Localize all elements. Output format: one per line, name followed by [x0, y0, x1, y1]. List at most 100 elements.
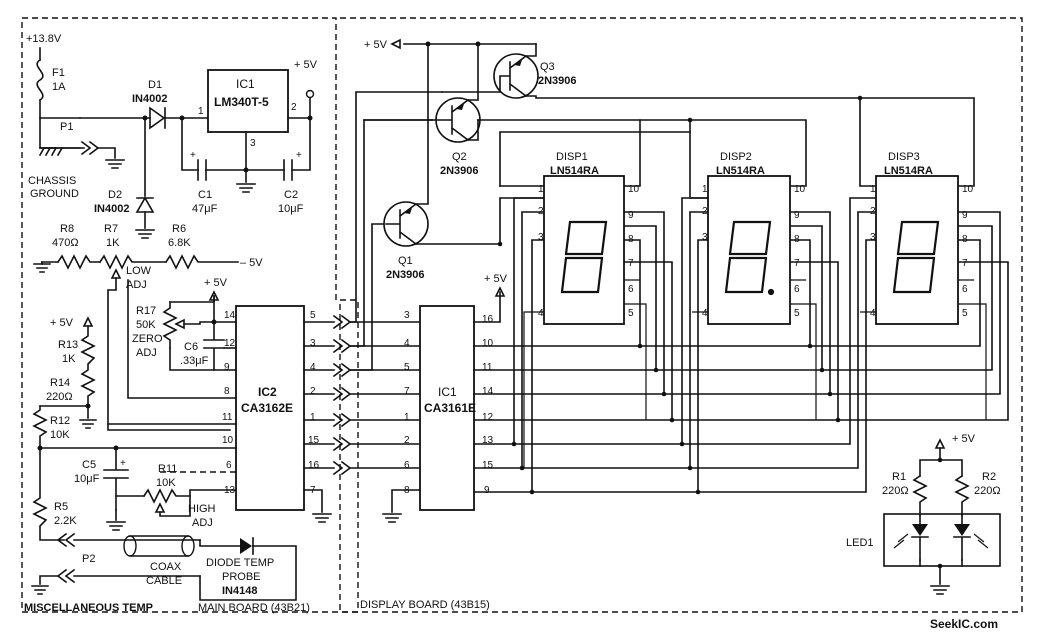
r13-val: 1K	[62, 353, 76, 365]
ic1-part: CA3161E	[424, 401, 476, 415]
ic2-lpin: 9	[224, 362, 230, 373]
ic1-rpin: 11	[482, 362, 493, 373]
ic1-reg-part: LM340T-5	[214, 95, 269, 109]
ic2-part: CA3162E	[241, 401, 293, 415]
high-adj-1: HIGH	[188, 503, 216, 515]
digit-3	[892, 220, 940, 294]
disp1-ref: DISP1	[556, 151, 588, 163]
svg-text:1: 1	[702, 184, 708, 195]
led1-label: LED1	[846, 537, 874, 549]
chassis-label-1: CHASSIS	[28, 175, 76, 187]
svg-text:3: 3	[702, 232, 708, 243]
disp1: DISP1 LN514RA	[543, 151, 625, 325]
r13-vcc-label: + 5V	[50, 317, 74, 329]
svg-text:10: 10	[628, 184, 640, 195]
r17-potentiometer	[162, 301, 178, 349]
ic2-ca3162e	[235, 305, 305, 511]
coax-cable	[123, 535, 137, 557]
ic2-lpin: 12	[224, 338, 236, 349]
ic1-rpin: 12	[482, 412, 494, 423]
svg-text:3: 3	[538, 232, 544, 243]
ic1-lpin: 6	[404, 460, 410, 471]
ground-icon	[106, 521, 126, 531]
p2-label: P2	[82, 553, 95, 565]
q3-part: 2N3906	[538, 75, 577, 87]
r11-potentiometer	[142, 488, 237, 504]
svg-text:8: 8	[628, 234, 634, 245]
coax-2: CABLE	[146, 575, 182, 587]
ic1-ref: IC1	[438, 385, 457, 399]
r12-ref: R12	[50, 415, 70, 427]
d2-part: IN4002	[94, 203, 129, 215]
ic1-lpin: 2	[404, 435, 410, 446]
c1-capacitor	[197, 159, 207, 181]
ic2-rpin: 16	[308, 460, 320, 471]
r6-resistor	[164, 254, 239, 270]
digit-1	[560, 220, 608, 294]
r12-val: 10K	[50, 429, 70, 441]
r11-val: 10K	[156, 477, 176, 489]
led-diode-left	[912, 524, 928, 536]
high-adj-2: ADJ	[192, 517, 213, 529]
ground-icon	[236, 183, 256, 193]
r2-ref: R2	[982, 471, 996, 483]
disp2: DISP2 LN514RA	[707, 151, 791, 325]
digit-2	[724, 220, 775, 296]
r2-val: 220Ω	[974, 485, 1001, 497]
r17-val: 50K	[136, 319, 156, 331]
ground-icon	[33, 263, 51, 273]
r6-ref: R6	[172, 223, 186, 235]
ic2-vcc-label: + 5V	[204, 277, 228, 289]
fuse-ref: F1	[52, 67, 65, 79]
ic2-lpin: 8	[224, 386, 230, 397]
ground-icon	[930, 585, 950, 595]
led-vcc-label: + 5V	[952, 433, 976, 445]
c2-val: 10μF	[278, 203, 304, 215]
coax-1: COAX	[150, 561, 182, 573]
svg-text:4: 4	[538, 308, 544, 319]
q2-part: 2N3906	[440, 165, 479, 177]
ic2-ref: IC2	[258, 385, 277, 399]
fuse-symbol	[36, 58, 44, 102]
svg-text:10: 10	[962, 184, 974, 195]
r17-adj-1: ZERO	[132, 333, 163, 345]
svg-text:1: 1	[870, 184, 876, 195]
r5-ref: R5	[54, 501, 68, 513]
svg-text:1: 1	[538, 184, 544, 195]
svg-text:6: 6	[628, 284, 634, 295]
ground-icon	[312, 513, 332, 523]
ground-icon	[135, 229, 155, 239]
r1-resistor	[912, 474, 928, 517]
ic1-lpin: 1	[404, 412, 410, 423]
ic1-reg-pin1: 1	[198, 106, 204, 117]
low-adj-2: ADJ	[126, 279, 147, 291]
r6-val: 6.8K	[168, 237, 191, 249]
d2-ref: D2	[108, 189, 122, 201]
c6-val: .33μF	[180, 355, 209, 367]
ic1-regulator	[207, 69, 289, 133]
ic1-ca3161e	[419, 305, 475, 511]
ic1-lpin: 4	[404, 338, 410, 349]
svg-text:+: +	[120, 458, 126, 469]
ic1-rpin: 10	[482, 338, 494, 349]
probe-2: PROBE	[222, 571, 261, 583]
ic1-rpin: 16	[482, 314, 494, 325]
q1-part: 2N3906	[386, 269, 425, 281]
c6-ref: C6	[184, 341, 198, 353]
vin-label: +13.8V	[26, 33, 62, 45]
ic2-rpin: 2	[310, 386, 316, 397]
chassis-ground-icon	[38, 146, 64, 157]
ic1-reg-ref: IC1	[236, 77, 255, 91]
ic2-lpin: 6	[226, 460, 232, 471]
r1-val: 220Ω	[882, 485, 909, 497]
ic1-lpin: 5	[404, 362, 410, 373]
svg-text:4: 4	[870, 308, 876, 319]
d1-part: IN4002	[132, 93, 167, 105]
svg-text:6: 6	[794, 284, 800, 295]
d1-ref: D1	[148, 79, 162, 91]
ic2-lpin: 11	[222, 412, 233, 423]
svg-text:4: 4	[702, 308, 708, 319]
misc-temp-label: MISCELLANEOUS TEMP	[24, 602, 153, 614]
svg-text:2: 2	[702, 206, 708, 217]
r8-ref: R8	[60, 223, 74, 235]
